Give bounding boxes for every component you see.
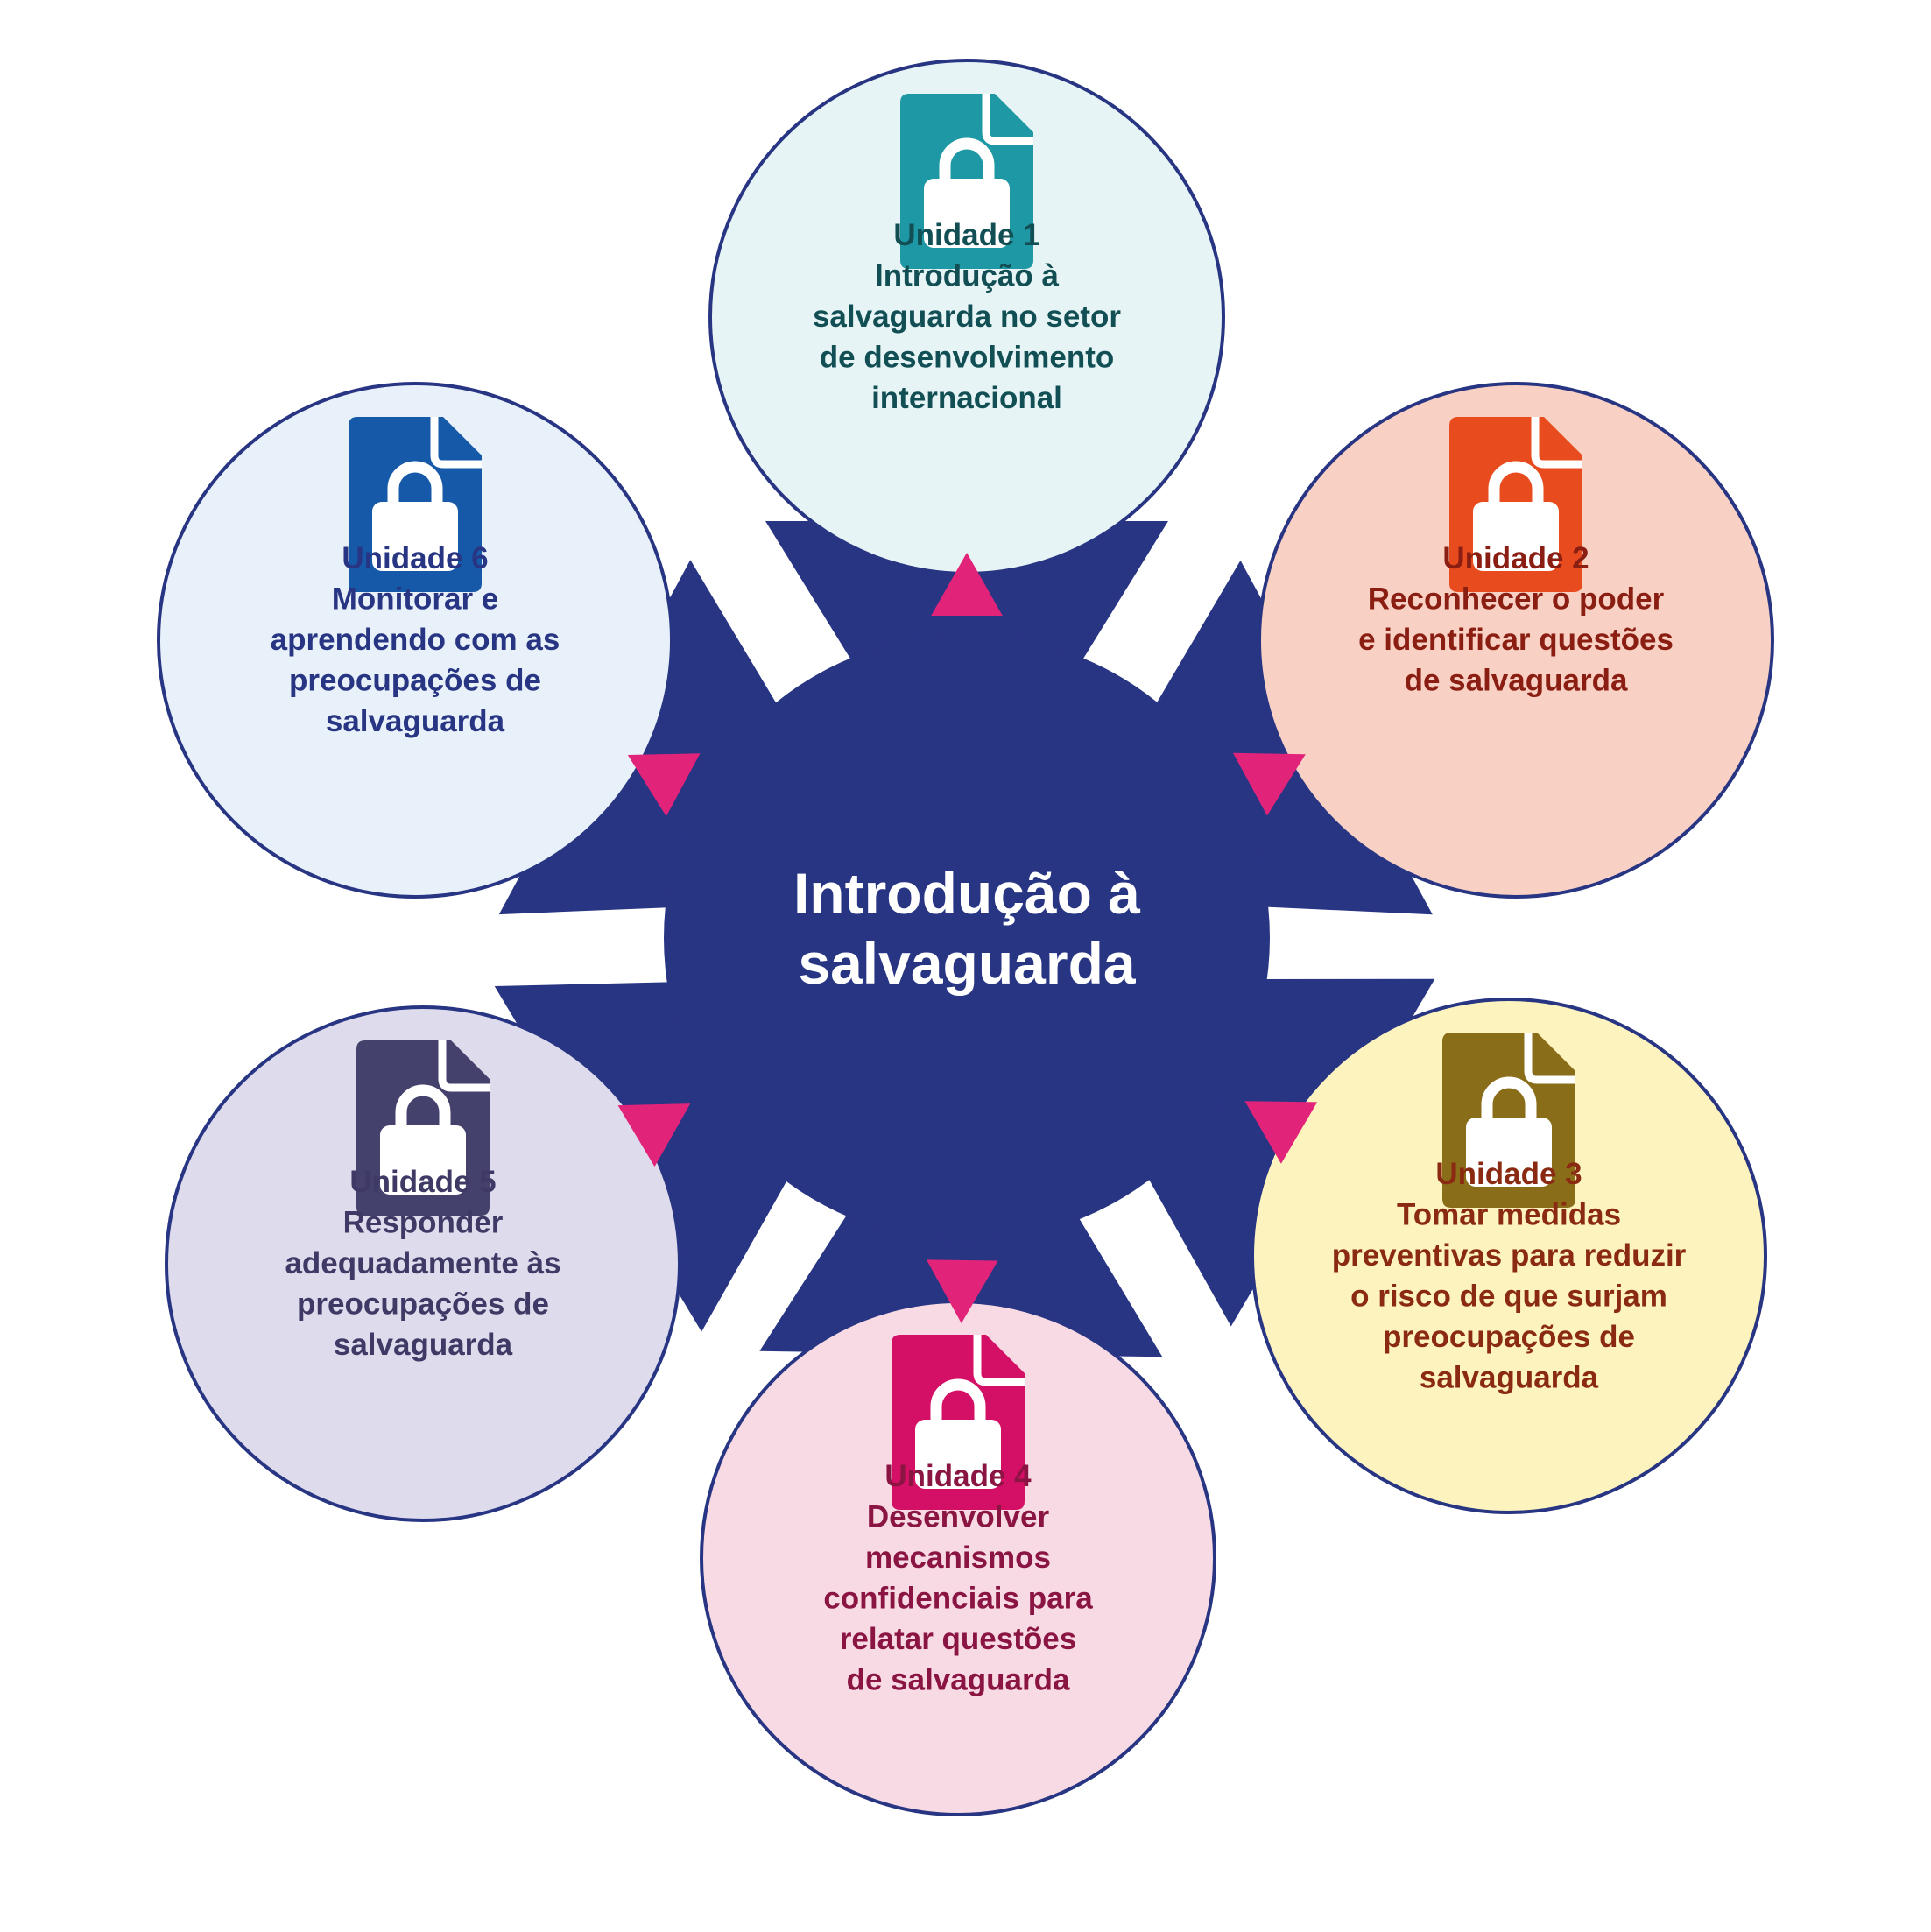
locked-document-icon: [356, 1040, 490, 1216]
center-hub: Introdução à salvaguarda: [664, 635, 1270, 1241]
locked-document-icon: [900, 94, 1033, 269]
unit-3-node: Unidade 3 Tomar medidas preventivas para r…: [1251, 998, 1767, 1514]
arrow-outward-4: [927, 1259, 998, 1323]
arrow-outward-6: [627, 753, 701, 817]
unit-5-label-line: adequadamente às: [285, 1246, 560, 1280]
unit-4-title: Unidade 4: [884, 1459, 1032, 1493]
unit-4-label-line: mecanismos: [865, 1541, 1051, 1575]
unit-5-node: Unidade 5 Responder adequadamente às preocu…: [165, 1005, 681, 1522]
arrows-layer: [617, 553, 1318, 1323]
unit-6-title: Unidade 6: [342, 541, 488, 575]
unit-1-node: Unidade 1 Introdução à salvaguarda no seto…: [708, 59, 1225, 575]
unit-5-label-line: preocupações de: [297, 1287, 549, 1322]
unit-circles-layer: Unidade 1 Introdução à salvaguarda no seto…: [157, 59, 1774, 1816]
unit-1-label-line: Introdução à: [875, 259, 1060, 293]
arrow-outward-1: [931, 553, 1003, 616]
unit-2-label-line: Reconhecer o poder: [1368, 582, 1665, 617]
unit-1-title: Unidade 1: [893, 218, 1039, 252]
unit-5-title: Unidade 5: [349, 1165, 496, 1199]
unit-2-node: Unidade 2 Reconhecer o poder e identificar…: [1258, 382, 1774, 899]
unit-5-label-line: Responder: [343, 1206, 504, 1240]
locked-document-icon: [1449, 417, 1582, 592]
locked-document-icon: [349, 417, 482, 592]
center-title-line-2: salvaguarda: [798, 931, 1136, 996]
unit-3-circle: [1251, 998, 1767, 1514]
unit-4-label-line: Desenvolver: [867, 1500, 1050, 1534]
arrow-outward-2: [1233, 752, 1306, 816]
unit-3-label-line: Tomar medidas: [1397, 1198, 1621, 1232]
unit-1-label-line: internacional: [871, 381, 1062, 415]
unit-1-label-line: de desenvolvimento: [820, 341, 1114, 375]
unit-6-label-line: Monitorar e: [332, 582, 499, 617]
arrow-inward-5: [617, 1103, 691, 1167]
unit-2-label-line: de salvaguarda: [1405, 664, 1628, 698]
unit-6-node: Unidade 6 Monitorar e aprendendo com as pre…: [157, 382, 673, 899]
unit-4-node: Unidade 4 Desenvolver mecanismos confidenci…: [700, 1300, 1216, 1816]
unit-6-label-line: salvaguarda: [326, 704, 505, 738]
locked-document-icon: [892, 1335, 1025, 1510]
unit-6-label-line: preocupações de: [289, 664, 541, 698]
unit-3-title: Unidade 3: [1435, 1157, 1582, 1191]
unit-5-circle: [165, 1005, 681, 1522]
center-title-line-1: Introdução à: [793, 861, 1140, 926]
unit-6-label-line: aprendendo com as: [271, 623, 560, 657]
unit-6-circle: [157, 382, 673, 899]
unit-4-label-line: relatar questões: [840, 1622, 1076, 1656]
unit-3-label-line: salvaguarda: [1420, 1361, 1599, 1395]
unit-2-circle: [1258, 382, 1774, 899]
unit-4-label-line: confidenciais para: [823, 1582, 1093, 1616]
unit-2-title: Unidade 2: [1442, 541, 1589, 575]
arrow-inward-3: [1244, 1101, 1318, 1164]
unit-1-label-line: salvaguarda no setor: [813, 300, 1121, 334]
unit-4-label-line: de salvaguarda: [847, 1663, 1070, 1697]
unit-3-label-line: preventivas para reduzir: [1332, 1238, 1687, 1273]
locked-document-icon: [1442, 1033, 1575, 1208]
unit-2-label-line: e identificar questões: [1358, 623, 1674, 657]
unit-3-label-line: preocupações de: [1383, 1320, 1635, 1354]
center-hub-circle: [664, 635, 1270, 1241]
unit-5-label-line: salvaguarda: [334, 1328, 513, 1362]
unit-3-label-line: o risco de que surjam: [1350, 1280, 1667, 1314]
